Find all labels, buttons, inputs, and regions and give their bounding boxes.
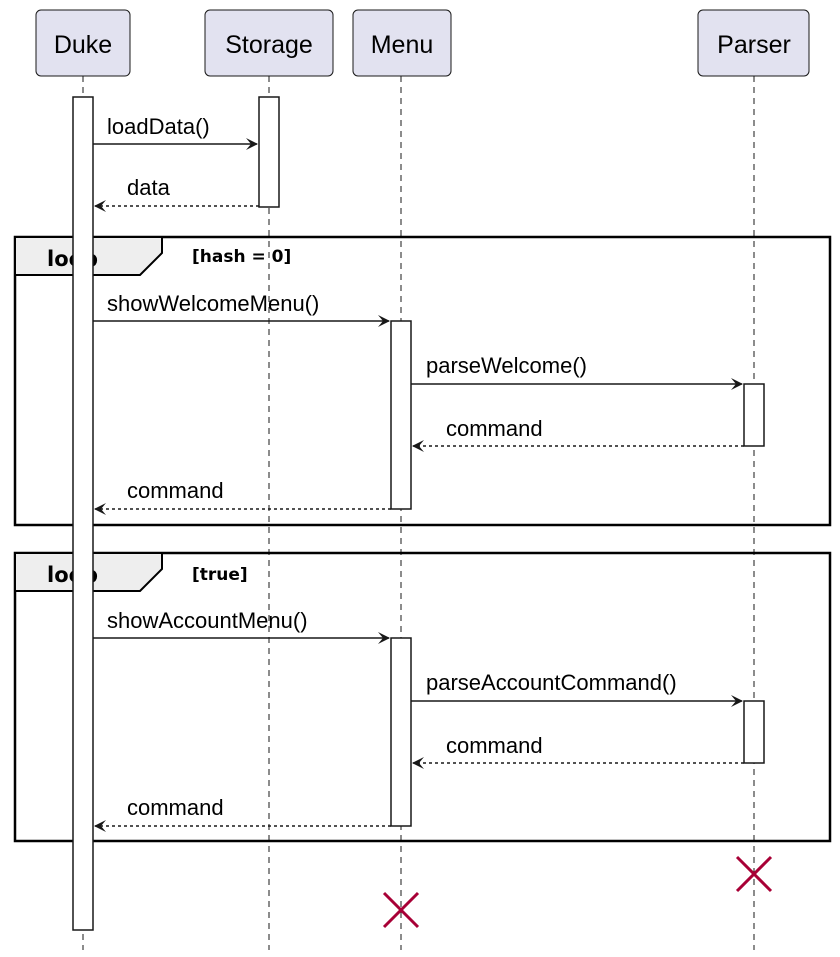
participant-storage-label: Storage: [225, 31, 313, 59]
message-load-data: loadData(): [93, 114, 258, 150]
activation-storage: [258, 96, 280, 208]
message-account-menu-return: command: [94, 795, 391, 832]
message-show-account-menu: showAccountMenu(): [93, 608, 390, 644]
participant-parser-label: Parser: [717, 31, 791, 59]
loop-fragment-welcome-guard: [hash = 0]: [192, 247, 291, 267]
message-welcome-menu-return: command: [94, 478, 391, 515]
message-parse-account-command: parseAccountCommand(): [411, 670, 743, 707]
activation-menu-welcome: [390, 320, 412, 510]
message-load-data-label: loadData(): [107, 114, 210, 139]
participant-menu-label: Menu: [371, 31, 434, 59]
activation-menu-account: [390, 637, 412, 827]
message-account-parser-return-label: command: [446, 733, 543, 758]
participant-duke-label: Duke: [54, 31, 112, 59]
loop-fragment-account-guard: [true]: [192, 565, 248, 585]
message-account-parser-return: command: [412, 733, 744, 769]
destroy-parser-icon: [735, 855, 773, 893]
message-show-welcome-menu-label: showWelcomeMenu(): [107, 291, 319, 316]
activation-duke: [72, 96, 94, 931]
message-parse-welcome: parseWelcome(): [411, 353, 743, 390]
message-account-menu-return-label: command: [127, 795, 224, 820]
message-show-account-menu-label: showAccountMenu(): [107, 608, 308, 633]
activation-parser-welcome: [743, 383, 765, 447]
message-data-return-label: data: [127, 175, 171, 200]
activation-parser-account: [743, 700, 765, 764]
participant-menu: Menu: [352, 9, 452, 77]
message-parse-welcome-label: parseWelcome(): [426, 353, 587, 378]
destroy-menu-icon: [382, 891, 420, 929]
message-show-welcome-menu: showWelcomeMenu(): [93, 291, 390, 327]
participant-storage: Storage: [204, 9, 334, 77]
message-welcome-parser-return: command: [412, 416, 744, 452]
message-welcome-parser-return-label: command: [446, 416, 543, 441]
message-parse-account-command-label: parseAccountCommand(): [426, 670, 677, 695]
participant-duke: Duke: [35, 9, 131, 77]
participant-parser: Parser: [697, 9, 810, 77]
message-welcome-menu-return-label: command: [127, 478, 224, 503]
message-data-return: data: [94, 175, 259, 212]
